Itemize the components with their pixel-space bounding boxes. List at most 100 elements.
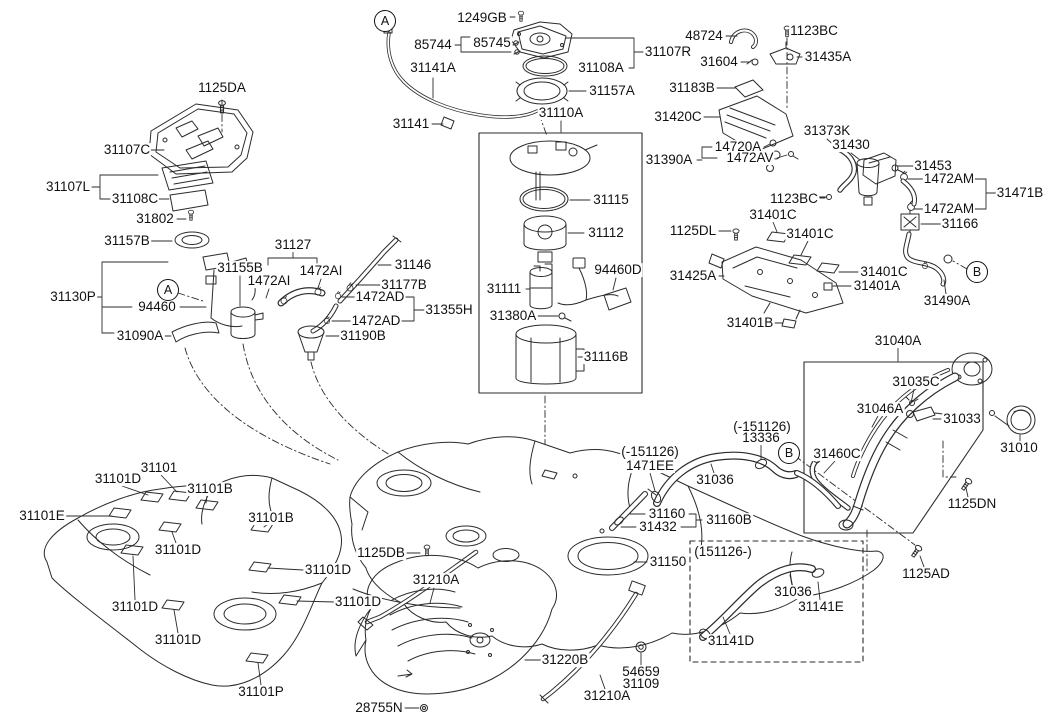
filter-31166	[900, 209, 920, 235]
part-label-31101d: 31101D	[153, 632, 203, 648]
part-label-1472ai: 1472AI	[298, 263, 344, 279]
hose-31490a	[903, 231, 953, 287]
part-label-1249gb: 1249GB	[456, 10, 508, 26]
box-filler-neck-31040a	[803, 361, 984, 534]
clip-31401a	[823, 282, 833, 291]
part-label-31220b: 31220B	[540, 652, 590, 668]
part-label-31141a: 31141A	[409, 60, 457, 76]
part-label-1472ad: 1472AD	[350, 313, 402, 329]
part-label-31101e: 31101E	[18, 508, 66, 524]
screw-31380a	[558, 312, 572, 322]
part-label-54659: 54659	[621, 664, 661, 680]
bolt-31802	[187, 209, 195, 221]
part-label-31453: 31453	[913, 158, 953, 174]
group-boxes	[478, 132, 984, 663]
bolt-1125ad	[909, 543, 924, 559]
filler-hose-31036-variant	[699, 563, 825, 641]
part-label-1472ai: 1472AI	[246, 273, 292, 289]
tank-band-31210a-left	[357, 549, 479, 631]
part-label-1125db: 1125DB	[356, 545, 406, 561]
part-label-31155b: 31155B	[216, 260, 264, 276]
part-label-31107r: 31107R	[643, 44, 693, 60]
part-label-1472am: 1472AM	[922, 171, 976, 187]
part-label-85744: 85744	[413, 37, 453, 53]
o-ring-31115	[519, 186, 569, 212]
part-label-94460: 94460	[137, 299, 177, 315]
fittings-14720a-1472av	[769, 139, 799, 160]
part-label-31046a: 31046A	[855, 401, 905, 417]
heat-protector-31220b	[354, 554, 557, 695]
canister-close-valve-31430	[856, 158, 880, 206]
clamp-31141	[440, 116, 455, 130]
part-label-31115: 31115	[592, 192, 630, 208]
part-label-31435a: 31435A	[803, 49, 853, 65]
part-label-28755n: 28755N	[354, 700, 404, 716]
part-label-31401c: 31401C	[859, 264, 909, 280]
screw-1123bc-2	[818, 194, 832, 200]
clip-31035c	[905, 396, 919, 406]
part-label-31010: 31010	[999, 440, 1039, 456]
part-label-31035c: 31035C	[891, 374, 941, 390]
part-label-1471ee: 1471EE	[624, 458, 676, 474]
part-label-1125dl: 1125DL	[668, 223, 718, 239]
part-label-31108a: 31108A	[577, 60, 625, 76]
part-label-31033: 31033	[942, 411, 982, 427]
part-label-31107c: 31107C	[102, 142, 152, 158]
tube-31146	[337, 235, 402, 304]
regulator-31112	[523, 215, 567, 263]
screw-1249gb	[517, 10, 525, 22]
view-marker-a: A	[157, 279, 179, 301]
part-label-1125dn: 1125DN	[946, 496, 998, 512]
part-label-31210a: 31210A	[582, 688, 632, 704]
part-label-31460c: 31460C	[812, 446, 862, 462]
part-label-31471b: 31471B	[995, 185, 1045, 201]
part-label-94460d: 94460D	[593, 262, 643, 278]
part-label-1472ad: 1472AD	[354, 289, 406, 305]
part-label-31112: 31112	[587, 225, 625, 241]
part-label-151126: (-151126)	[620, 444, 680, 460]
part-label-31141: 31141	[391, 116, 431, 132]
part-label-31101d: 31101D	[93, 471, 143, 487]
part-label-31401c: 31401C	[785, 226, 835, 242]
part-label-31160: 31160	[647, 506, 687, 522]
view-marker-b: B	[966, 261, 988, 283]
part-label-48724: 48724	[684, 28, 724, 44]
ring-31157b	[174, 231, 210, 249]
bolt-1125db	[423, 544, 431, 557]
vent-valve-31033	[906, 406, 944, 422]
part-label-31183b: 31183B	[668, 80, 716, 96]
part-label-31432: 31432	[638, 519, 678, 535]
reservoir-31116b	[515, 324, 585, 385]
part-label-151126: (-151126)	[732, 419, 792, 435]
part-label-1472am: 1472AM	[922, 201, 976, 217]
part-label-85745: 85745	[472, 35, 512, 51]
suction-plate-31090a	[171, 321, 220, 343]
part-label-1123bc: 1123BC	[789, 23, 839, 39]
part-label-31425a: 31425A	[668, 268, 718, 284]
part-label-31101b: 31101B	[186, 481, 234, 497]
part-label-31040a: 31040A	[873, 333, 923, 349]
part-label-31107l: 31107L	[44, 179, 92, 195]
fuel-tank-31101	[43, 474, 343, 687]
part-label-31490a: 31490A	[922, 293, 972, 309]
part-label-31157a: 31157A	[588, 83, 636, 99]
leader-lines	[64, 16, 1021, 709]
bolt-1125dl	[732, 228, 740, 241]
cap-plate-assy-31107r	[510, 21, 573, 59]
bolt-28755n	[420, 704, 428, 712]
part-label-31036: 31036	[773, 584, 813, 600]
part-label-31111: 31111	[485, 281, 523, 297]
box-pump-module-31110a	[478, 132, 643, 394]
protector-plate-31107c	[148, 103, 254, 175]
part-label-31110a: 31110A	[537, 105, 585, 121]
part-label-31127: 31127	[273, 237, 313, 253]
clamp-31141e	[811, 568, 825, 578]
part-label-14720a: 14720A	[713, 139, 763, 155]
strap-48724	[729, 28, 758, 49]
part-label-31150: 31150	[648, 554, 688, 570]
part-label-31604: 31604	[699, 54, 739, 70]
pad-31183b	[734, 79, 764, 98]
hose-31471b	[900, 178, 917, 207]
